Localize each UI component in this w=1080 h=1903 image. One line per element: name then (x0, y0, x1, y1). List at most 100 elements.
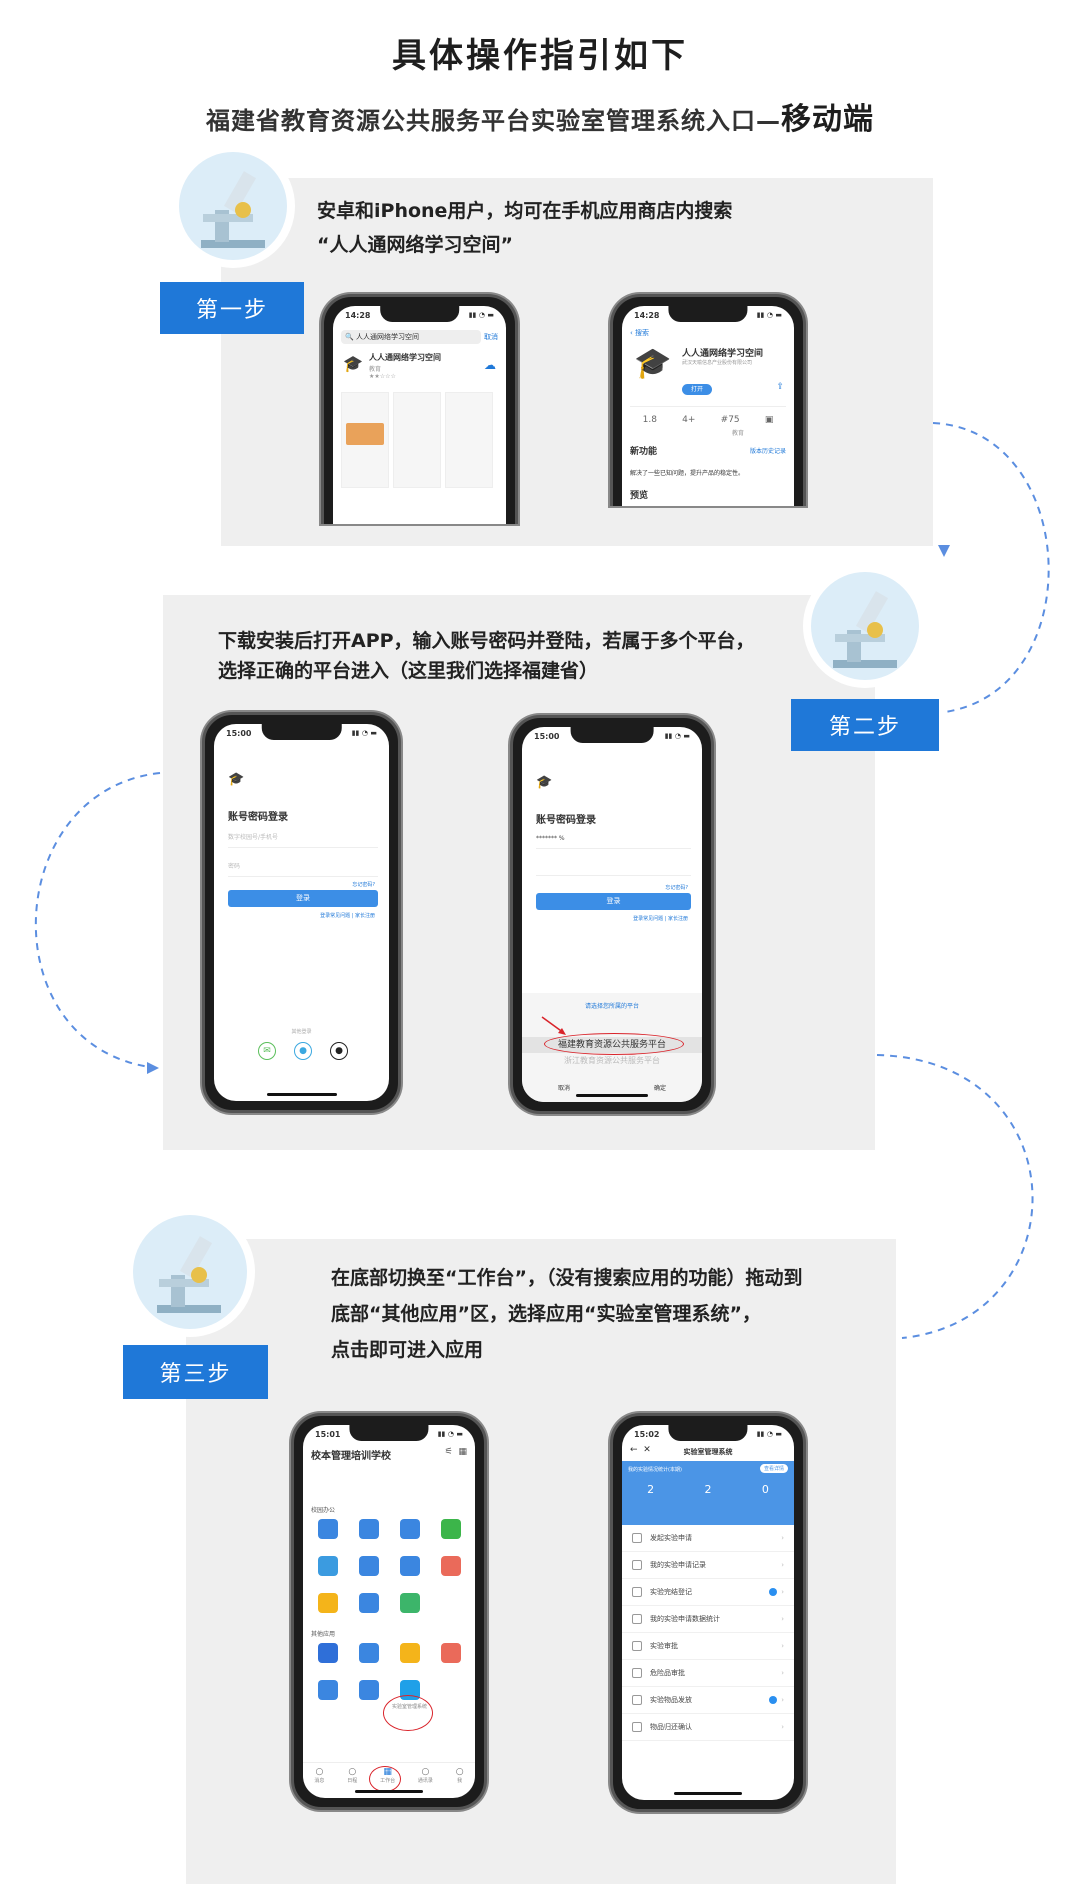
app-icon (317, 1556, 338, 1576)
status-time: 15:01 (315, 1430, 341, 1439)
menu-label: 实验物品发放 (650, 1696, 692, 1704)
menu-item[interactable]: 物品归还确认› (622, 1714, 794, 1741)
app-label (368, 1616, 370, 1622)
app-tile[interactable] (430, 1643, 471, 1672)
status-time: 15:00 (534, 732, 560, 741)
help-links[interactable]: 登录常见问题 | 家长注册 (633, 916, 688, 922)
app-tile[interactable] (389, 1519, 430, 1548)
back-arrow-icon[interactable]: ← ✕ (630, 1445, 651, 1455)
other-login-label: 其他登录 (291, 1029, 312, 1035)
app-tile[interactable] (307, 1680, 348, 1710)
app-label (327, 1703, 329, 1709)
highlight-ellipse (544, 1033, 684, 1055)
menu-item[interactable]: 实验物品发放› (622, 1687, 794, 1714)
app-icon (399, 1593, 420, 1613)
menu-item[interactable]: 危险品审批› (622, 1660, 794, 1687)
step3-line: 点击即可进入应用 (331, 1339, 484, 1361)
app-icon (440, 1519, 461, 1539)
tab-item[interactable]: ○日程 (347, 1767, 357, 1788)
stat-value: 2 (647, 1483, 655, 1496)
tab-item[interactable]: ○消息 (314, 1767, 324, 1788)
step1-microscope-badge (171, 144, 295, 268)
app-label (409, 1579, 411, 1585)
cancel-button[interactable]: 取消 (484, 333, 498, 341)
step3-line: 在底部切换至“工作台”，（没有搜索应用的功能）拖动到 (331, 1267, 803, 1289)
login-button[interactable]: 登录 (536, 893, 691, 910)
rank-category: 教育 (732, 430, 745, 437)
menu-item[interactable]: 我的实验申请数据统计› (622, 1606, 794, 1633)
stats-values: 2 2 0 (622, 1483, 794, 1496)
qq-login-icon[interactable]: ● (294, 1042, 312, 1060)
password-input[interactable]: 密码 (228, 861, 378, 877)
view-details-button[interactable]: 查看详情 (759, 1464, 788, 1473)
app-tile[interactable] (389, 1556, 430, 1585)
download-cloud-icon[interactable]: ☁ (484, 358, 496, 372)
password-input[interactable] (536, 864, 691, 876)
platform-picker[interactable]: 请选择您所属的平台 福建教育资源公共服务平台 浙江教育资源公共服务平台 取消 确… (522, 993, 702, 1102)
app-tile[interactable] (348, 1519, 389, 1548)
app-tile[interactable] (348, 1556, 389, 1585)
menu-item[interactable]: 我的实验申请记录› (622, 1552, 794, 1579)
picker-confirm-button[interactable]: 确定 (653, 1085, 666, 1092)
app-tile[interactable] (307, 1519, 348, 1548)
picker-cancel-button[interactable]: 取消 (558, 1085, 571, 1092)
back-button[interactable]: ‹ 搜索 (630, 329, 650, 337)
step3-line: 底部“其他应用”区，选择应用“实验室管理系统”， (331, 1303, 761, 1325)
lab-menu-list: 发起实验申请›我的实验申请记录›实验完结登记›我的实验申请数据统计›实验审批›危… (622, 1525, 794, 1741)
menu-icon (632, 1533, 642, 1543)
app-tile[interactable] (307, 1643, 348, 1672)
app-tile[interactable] (389, 1643, 430, 1672)
chevron-right-icon: › (781, 1534, 784, 1542)
login-button[interactable]: 登录 (228, 890, 378, 907)
help-links[interactable]: 登录常见问题 | 家长注册 (320, 913, 375, 919)
app-icon: 🎓 (343, 354, 363, 373)
tab-item[interactable]: ○我 (456, 1767, 464, 1788)
release-notes: 解决了一些已知问题，提升产品的稳定性。 (630, 470, 745, 477)
app-stats: 1.8 4+ #75 ▣ (630, 406, 786, 425)
app-tile[interactable] (430, 1556, 471, 1585)
share-icon[interactable]: ⇪ (776, 382, 784, 392)
menu-item[interactable]: 实验审批› (622, 1633, 794, 1660)
menu-item[interactable]: 发起实验申请› (622, 1525, 794, 1552)
app-tile[interactable] (430, 1519, 471, 1548)
platform-option-zhejiang[interactable]: 浙江教育资源公共服务平台 (564, 1056, 660, 1065)
toolbar-icons[interactable]: ⚟ ▦ (444, 1447, 467, 1457)
app-icon (317, 1519, 338, 1539)
account-input[interactable]: ******* % (536, 835, 691, 849)
app-tile[interactable] (307, 1593, 348, 1622)
wechat-login-icon[interactable]: ✉ (258, 1042, 276, 1060)
school-name: 校本管理培训学校 (311, 1451, 391, 1462)
menu-icon (632, 1695, 642, 1705)
stats-title: 我的实验情况统计(本期) (628, 1467, 682, 1473)
tab-label: 通讯录 (417, 1778, 433, 1784)
app-icon (399, 1519, 420, 1539)
app-tile[interactable] (348, 1643, 389, 1672)
app-tile[interactable] (307, 1556, 348, 1585)
app-name[interactable]: 人人通网络学习空间 (369, 353, 441, 362)
connector-step2-step3-left (34, 772, 161, 1069)
app-tile[interactable] (348, 1593, 389, 1622)
phone-appstore-detail: 14:28▮▮ ◔ ▬ ‹ 搜索 🎓 人人通网络学习空间 武汉天喻信息产业股份有… (610, 294, 806, 506)
account-input[interactable]: 数字校园号/手机号 (228, 832, 378, 848)
back-label: 搜索 (635, 329, 650, 337)
app-tile[interactable] (389, 1593, 430, 1622)
search-input[interactable]: 🔍 人人通网络学习空间 (341, 330, 481, 344)
version-history-link[interactable]: 版本历史记录 (749, 448, 786, 455)
app-tile[interactable] (348, 1680, 389, 1710)
badge-dot (769, 1696, 778, 1704)
menu-item[interactable]: 实验完结登记› (622, 1579, 794, 1606)
open-button[interactable]: 打开 (682, 384, 712, 395)
app-label (368, 1666, 370, 1672)
forgot-password-link[interactable]: 忘记密码? (665, 885, 688, 891)
step2-line: 选择正确的平台进入（这里我们选择福建省） (218, 660, 599, 682)
chevron-right-icon: › (781, 1642, 784, 1650)
apple-login-icon[interactable]: ● (330, 1042, 348, 1060)
forgot-password-link[interactable]: 忘记密码? (352, 882, 375, 888)
status-time: 15:00 (226, 729, 252, 738)
tab-item[interactable]: ○通讯录 (418, 1767, 433, 1788)
age-rating: 4+ (682, 415, 696, 425)
signal-icon: ▮▮ ◔ ▬ (468, 311, 494, 319)
app-label (327, 1542, 329, 1548)
signal-icon: ▮▮ ◔ ▬ (437, 1430, 463, 1438)
screenshot-preview (393, 392, 441, 488)
